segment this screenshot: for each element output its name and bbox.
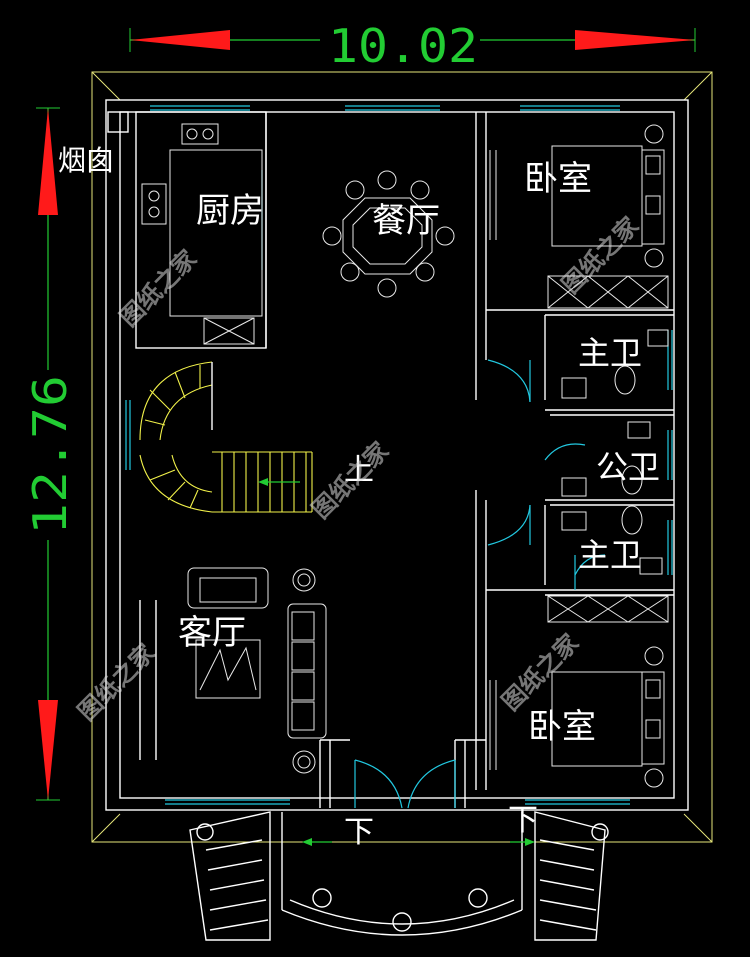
living-furniture: [187, 567, 327, 774]
doors: [354, 359, 606, 809]
left-arrow-icon: [130, 30, 230, 50]
entrance-porch: [189, 811, 609, 941]
kitchen-label: 厨房: [196, 191, 264, 231]
stair-down-left-label: 下: [344, 815, 374, 850]
bedroom-bottom-furniture: [489, 595, 669, 788]
bedroom-bottom-label: 卧室: [528, 707, 596, 747]
width-value: 10.02: [328, 19, 478, 73]
watermark: 图纸之家: [306, 437, 394, 525]
down-left-arrow-icon: [302, 838, 312, 846]
depth-value: 12.76: [23, 375, 77, 535]
public-bath-label: 公卫: [596, 448, 660, 486]
down-right-arrow-icon: [525, 838, 535, 846]
master-bath-top-label: 主卫: [578, 334, 642, 372]
stair-down-right-label: 下: [508, 803, 538, 838]
up-arrow-icon: [38, 108, 58, 215]
depth-dimension: 12.76: [23, 107, 77, 801]
master-bath-bottom-label: 主卫: [578, 536, 642, 574]
bedroom-top-label: 卧室: [524, 159, 592, 199]
interior-walls: [107, 111, 674, 808]
width-dimension: 10.02: [129, 19, 696, 73]
staircase[interactable]: [139, 361, 313, 513]
bedroom-top-furniture: [489, 124, 669, 309]
living-label: 客厅: [178, 613, 246, 653]
stair-up-label: 上: [344, 453, 374, 488]
stair-arrow-icon: [258, 478, 268, 486]
watermark: 图纸之家: [72, 639, 160, 727]
chimney-label: 烟囱: [58, 144, 114, 177]
exterior-walls: [105, 99, 689, 811]
bathroom-fixtures: [561, 329, 669, 575]
outer-frame: [91, 71, 713, 843]
dining-table: [322, 170, 455, 298]
right-arrow-icon: [575, 30, 695, 50]
watermark: 图纸之家: [114, 245, 202, 333]
down-arrow-icon: [38, 700, 58, 800]
kitchen-fixtures: [141, 123, 263, 345]
dining-label: 餐厅: [372, 201, 440, 241]
